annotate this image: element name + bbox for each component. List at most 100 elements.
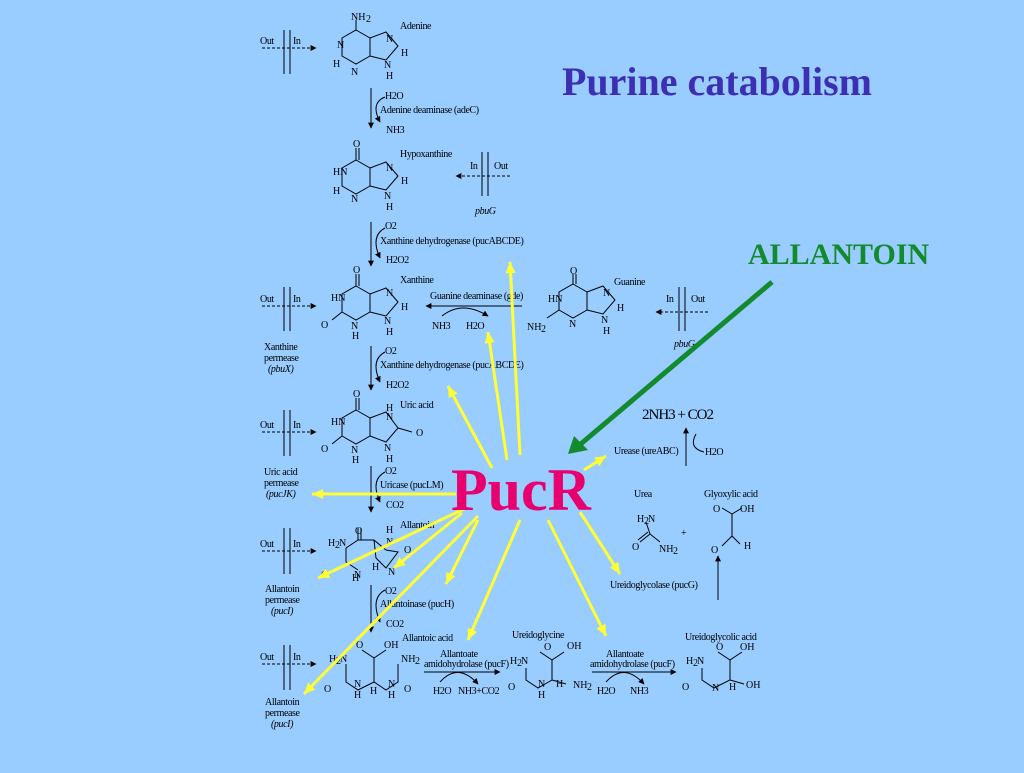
o2-label: O2 (385, 221, 397, 232)
svg-text:HN: HN (331, 417, 345, 428)
svg-text:O: O (353, 265, 360, 276)
svg-text:N: N (384, 60, 391, 71)
glyoxylic-acid-label: Glyoxylic acid (704, 489, 758, 500)
guanine-transport: In Out pbuG (655, 287, 708, 350)
svg-text:2: 2 (335, 540, 340, 551)
ureidoglycolic-acid-label: Ureidoglycolic acid (685, 632, 757, 643)
svg-text:O: O (416, 428, 423, 439)
svg-text:O: O (404, 545, 411, 556)
svg-text:H: H (637, 514, 644, 525)
regulation-arrowhead-to-allantoate-amidohydrolase-2 (596, 623, 606, 636)
svg-text:O: O (544, 642, 551, 653)
svg-text:N: N (339, 538, 346, 549)
svg-text:N: N (388, 679, 395, 690)
svg-text:+: + (681, 528, 687, 539)
page-title: Purine catabolism (562, 59, 872, 104)
out-label: Out (260, 36, 274, 47)
out-label: Out (260, 420, 274, 431)
nh3-label: NH3 (432, 321, 451, 332)
regulation-arrowhead-to-guanine-deaminase (484, 332, 495, 344)
allantoate-label: Allantoate (606, 649, 645, 660)
allantoin-arrowhead (568, 436, 588, 454)
pbug-label: pbuG (673, 339, 695, 350)
svg-text:2: 2 (366, 14, 371, 25)
svg-text:H: H (354, 690, 361, 701)
h2o-label: H2O (705, 447, 723, 458)
svg-text:H: H (386, 202, 393, 213)
allantoate-amidohydrolase-reaction-1: Allantoate amidohydrolase (pucF) H2O NH3… (424, 649, 509, 697)
svg-text:H: H (401, 176, 408, 187)
urease-label: Urease (ureABC) (614, 446, 678, 457)
svg-text:N: N (386, 163, 393, 174)
out-label: Out (260, 294, 274, 305)
regulation-arrowhead-to-uric-acid-permease (312, 489, 323, 499)
urea-structure (637, 521, 661, 543)
amidohydrolase-label: amidohydrolase (pucF) (424, 659, 509, 670)
svg-text:O: O (321, 320, 328, 331)
svg-text:H: H (388, 690, 395, 701)
allantoic-acid-structure (345, 649, 399, 691)
regulation-arrowhead-to-ureidoglycolase (609, 562, 620, 574)
svg-text:2: 2 (415, 656, 420, 667)
svg-text:N: N (386, 34, 393, 45)
ureidoglycine-structure (525, 651, 567, 689)
uric-acid-permease-line1: Uric acid (264, 467, 298, 478)
glyoxylic-acid-atoms: O OH O H Glyoxylic acid (704, 489, 758, 556)
svg-text:H: H (538, 690, 545, 701)
svg-text:OH: OH (746, 680, 760, 691)
svg-text:NH: NH (527, 322, 541, 333)
uric-acid-atoms: O HN O N H H N O N H Uric acid (321, 389, 434, 466)
allantoin-permease-line2: permease (265, 595, 301, 606)
svg-text:N: N (712, 683, 719, 694)
adenine-transport: Out In (260, 30, 317, 74)
regulation-arrowhead-to-allantoinase (394, 557, 406, 568)
nh3-label: NH3 (386, 125, 405, 136)
svg-text:H: H (372, 562, 379, 573)
svg-text:O: O (713, 504, 720, 515)
svg-text:O: O (508, 682, 515, 693)
uricase-reaction: O2 Uricase (pucLM) CO2 (368, 466, 444, 513)
in-label: In (293, 294, 301, 305)
in-label: In (470, 161, 478, 172)
svg-text:O: O (711, 545, 718, 556)
svg-text:N: N (351, 194, 358, 205)
svg-text:O: O (353, 389, 360, 400)
uricase-label: Uricase (pucLM) (380, 480, 443, 491)
xanthine-permease-gene: (pbuX) (268, 364, 294, 375)
uric-acid-permease-line2: permease (264, 478, 300, 489)
guanine-label: Guanine (614, 277, 646, 288)
uric-acid-structure (331, 398, 413, 445)
svg-text:N: N (386, 412, 393, 423)
allantoate-amidohydrolase-reaction-2: Allantoate amidohydrolase (pucF) H2O NH3 (590, 649, 677, 697)
svg-text:HN: HN (331, 293, 345, 304)
pbug-label: pbuG (474, 206, 496, 217)
svg-text:N: N (386, 288, 393, 299)
xanthine-permease-line1: Xanthine (264, 342, 298, 353)
svg-text:OH: OH (740, 504, 754, 515)
out-label: Out (260, 539, 274, 550)
allantoin-label: ALLANTOIN (748, 238, 930, 271)
pucr-label: PucR (451, 457, 591, 523)
svg-text:NH: NH (351, 12, 365, 23)
svg-text:N: N (384, 316, 391, 327)
allantoin-arrow (574, 280, 774, 450)
svg-text:H: H (729, 682, 736, 693)
hypoxanthine-transport: In Out pbuG (455, 152, 510, 217)
co2-label: CO2 (386, 500, 404, 511)
svg-text:H: H (744, 541, 751, 552)
regulation-arrow-to-allantoate-amidohydrolase-1 (466, 519, 522, 641)
hypoxanthine-label: Hypoxanthine (400, 149, 453, 160)
svg-text:H: H (401, 302, 408, 313)
adenine-deaminase-label: Adenine deaminase (adeC) (380, 105, 479, 116)
svg-text:N: N (351, 67, 358, 78)
xanthine-structure (331, 274, 399, 321)
urea-label: Urea (634, 489, 653, 500)
xdh-label: Xanthine dehydrogenase (pucABCDE) (380, 360, 523, 371)
xanthine-transport: Out In Xanthine permease (pbuX) (260, 287, 317, 375)
svg-text:H: H (401, 48, 408, 59)
regulation-arrowhead-to-allantoate-amidohydrolase-1 (467, 627, 477, 640)
